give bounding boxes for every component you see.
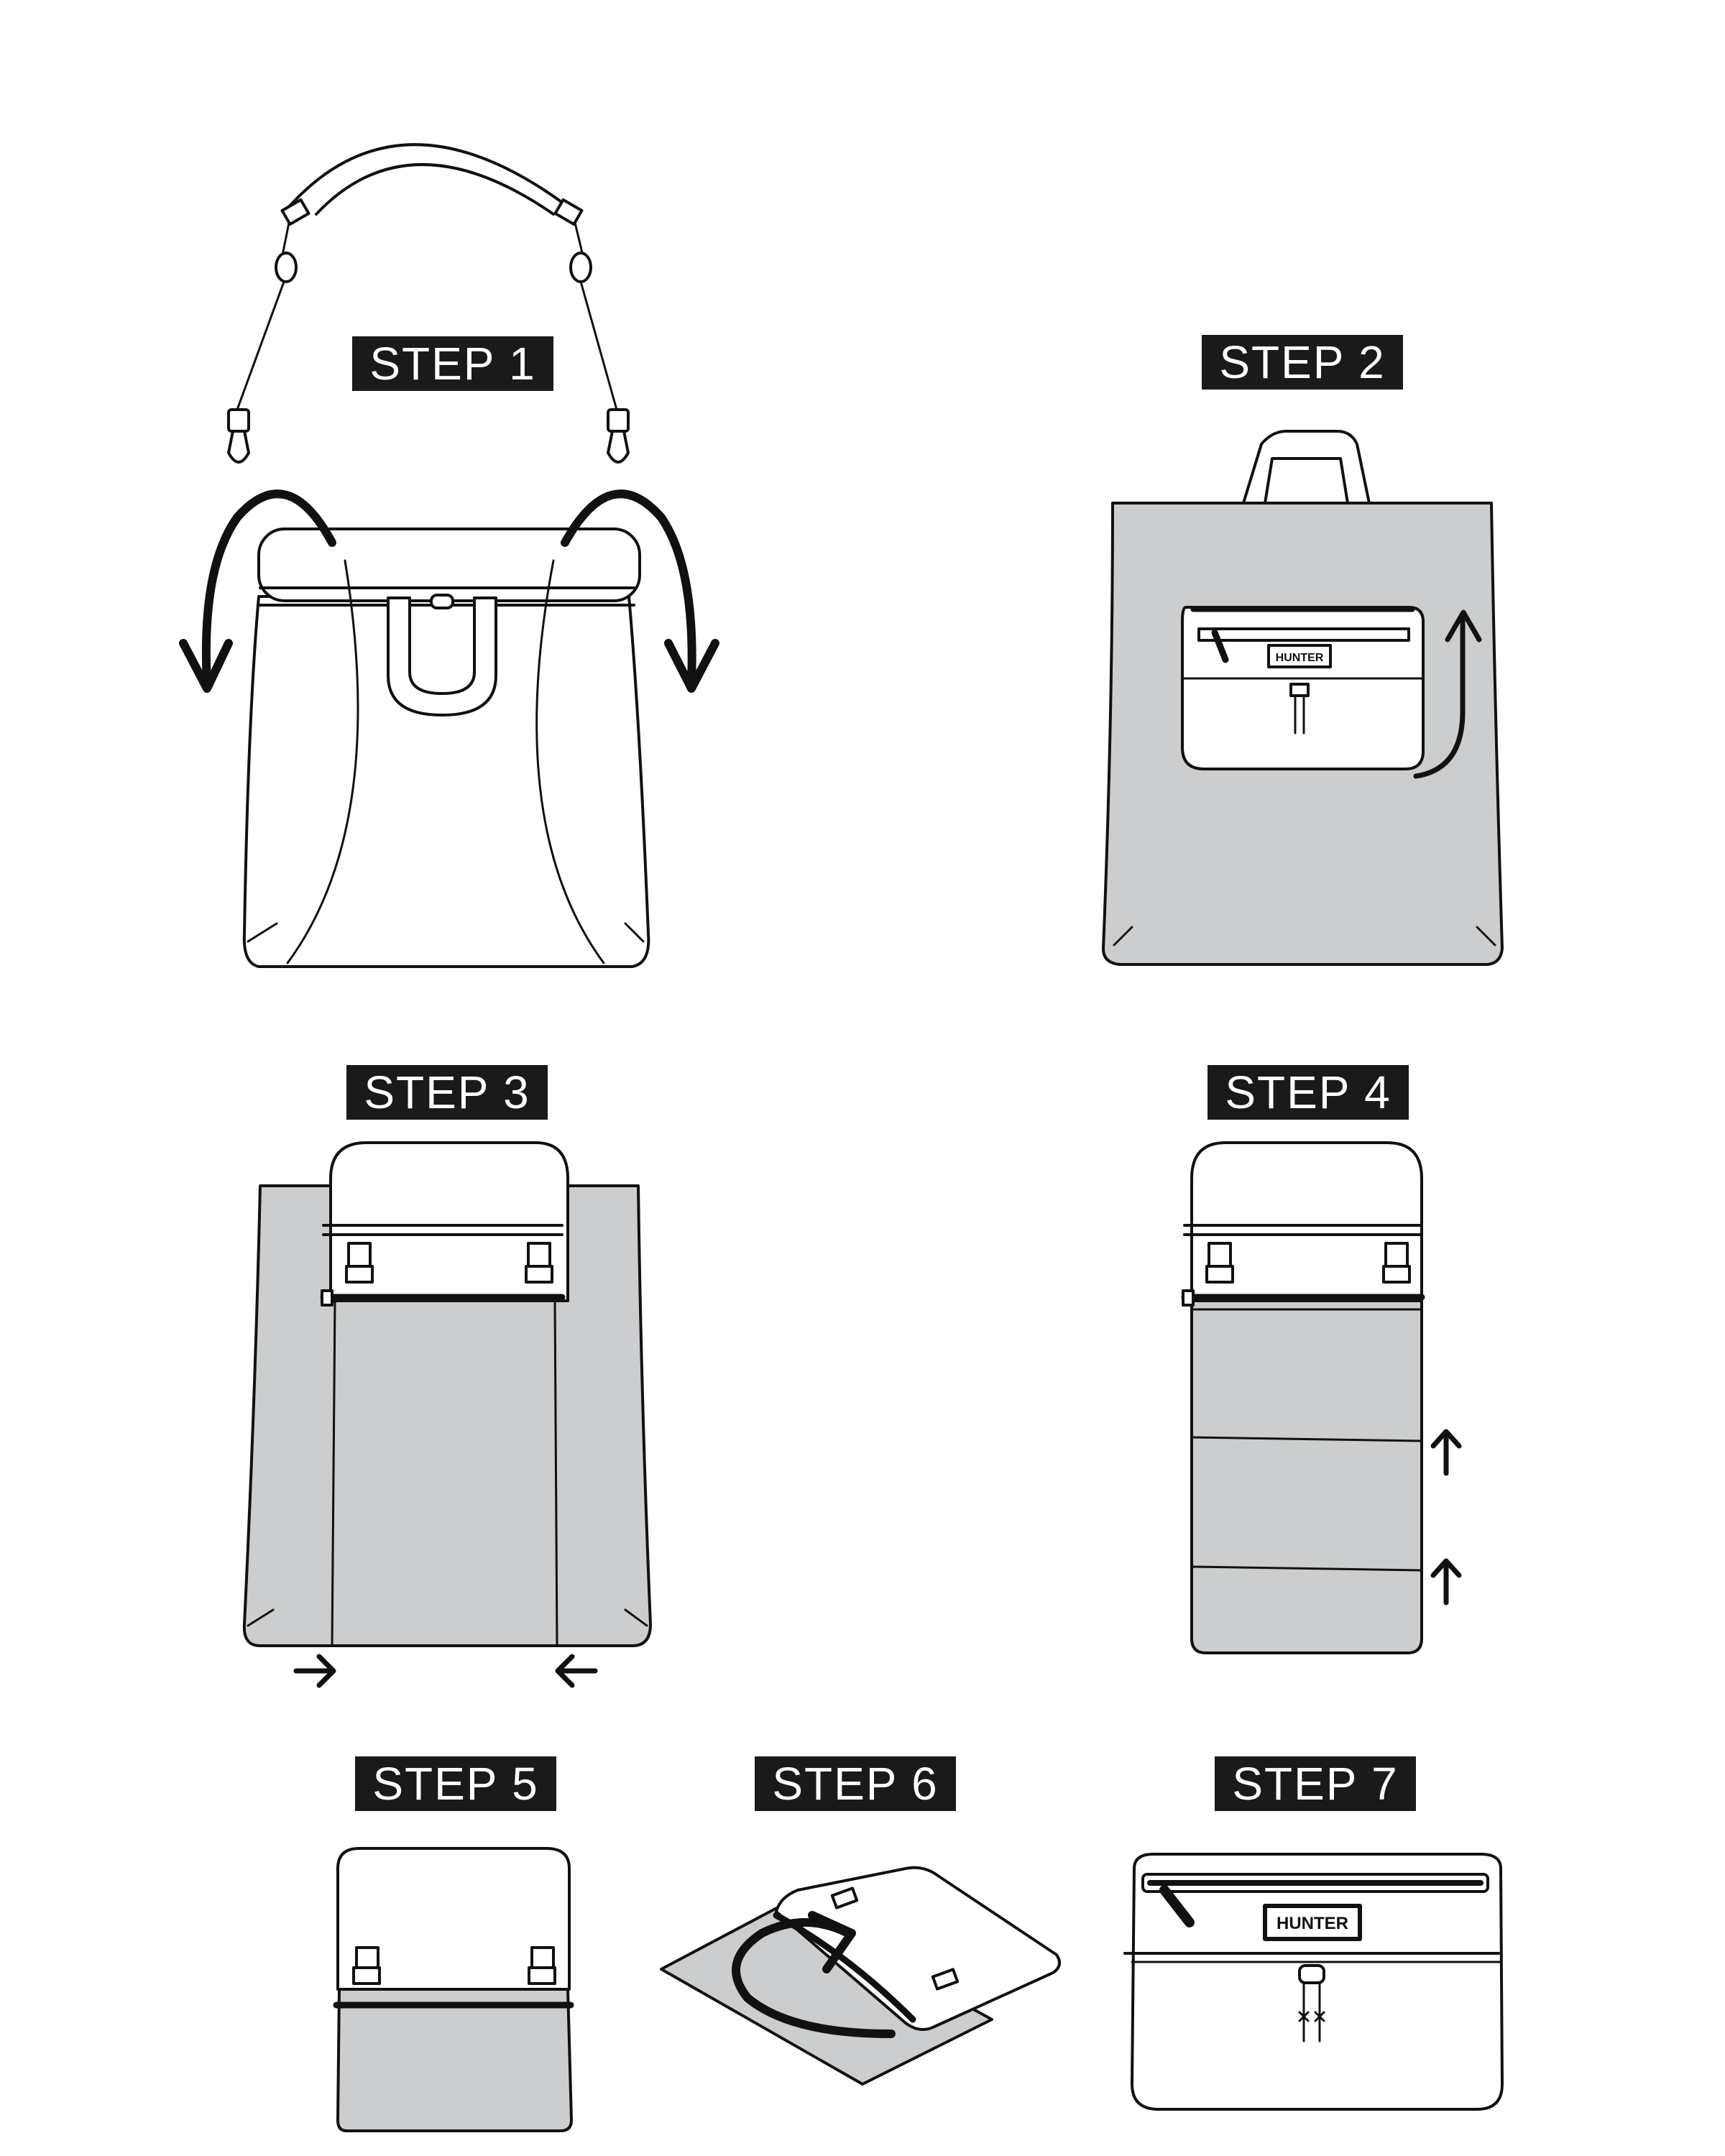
step-1-strap-icon bbox=[227, 143, 630, 464]
step-7-pouch-icon: HUNTER bbox=[1123, 1853, 1504, 2111]
step-5-label: STEP 5 bbox=[355, 1756, 556, 1811]
step-1-label: STEP 1 bbox=[352, 336, 553, 391]
step-7-hunter-logo: HUNTER bbox=[1276, 1914, 1348, 1933]
step-6-label: STEP 6 bbox=[755, 1756, 956, 1811]
step-1-tote-bag-icon bbox=[179, 489, 719, 968]
step-3-label: STEP 3 bbox=[346, 1065, 548, 1120]
step-3-backpack-icon bbox=[242, 1141, 652, 1688]
step-5-pouch-icon bbox=[333, 1847, 574, 2132]
step-2-backpack-icon: HUNTER bbox=[1102, 430, 1504, 966]
step-4-backpack-icon bbox=[1181, 1141, 1462, 1654]
step-2-label: STEP 2 bbox=[1202, 335, 1403, 390]
step-4-label: STEP 4 bbox=[1208, 1065, 1409, 1120]
step-2-hunter-logo: HUNTER bbox=[1276, 652, 1324, 664]
step-7-label: STEP 7 bbox=[1215, 1756, 1416, 1811]
step-6-fold-arrow-icon bbox=[660, 1866, 1061, 2086]
